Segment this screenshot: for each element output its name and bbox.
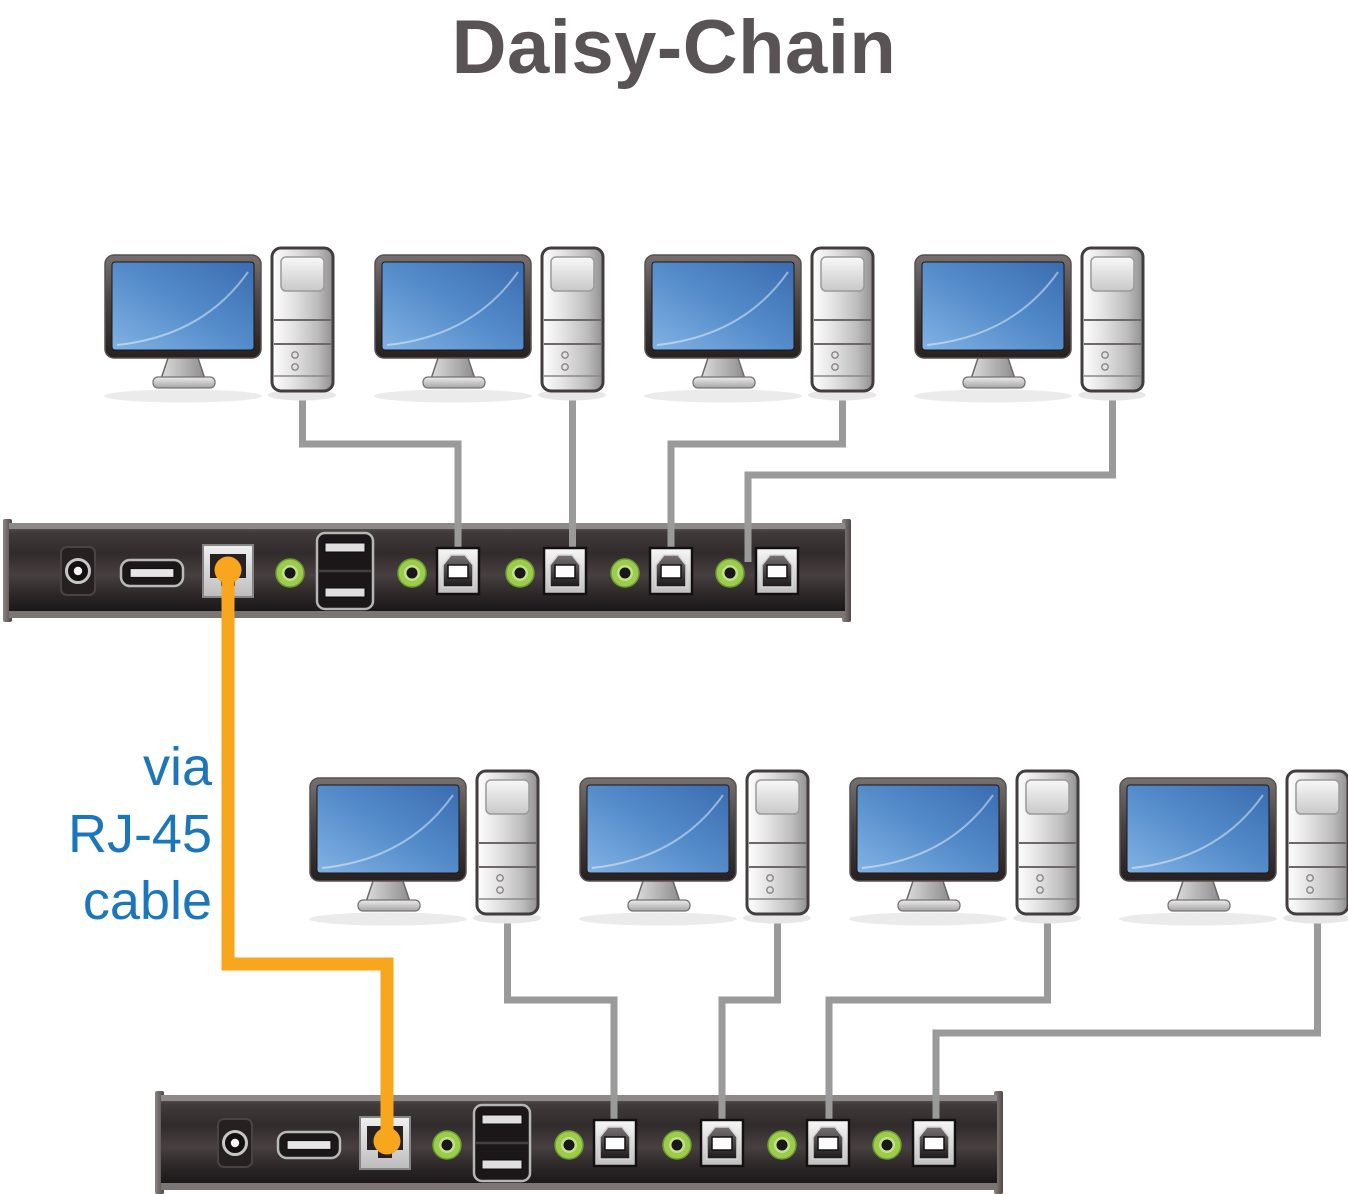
dual-usb-a-port-icon (315, 531, 375, 611)
usb-b-port-icon (911, 1118, 957, 1168)
usb-b-port-icon (435, 546, 481, 596)
audio-jack-icon (662, 1130, 692, 1160)
kvm-cable-bottom-4 (932, 922, 1321, 1134)
computer-station-top-2 (372, 246, 608, 404)
rj45-plug-top (214, 556, 242, 584)
usb-b-port-icon (699, 1118, 745, 1168)
dc-power-jack-icon (59, 545, 97, 597)
kvm-cable-bottom-3 (825, 922, 1051, 1134)
kvm-cable-top-1 (299, 400, 462, 562)
usb-b-port-icon (542, 546, 588, 596)
audio-jack-icon (505, 558, 535, 588)
page-title: Daisy-Chain (451, 5, 897, 90)
kvm-cable-bottom-2 (718, 922, 781, 1134)
dc-power-jack-icon (216, 1117, 254, 1169)
kvm-cables-top-row (299, 400, 1116, 562)
usb-b-port-icon (805, 1118, 851, 1168)
computer-station-top-4 (912, 246, 1148, 404)
rj45-plug-bottom (373, 1127, 401, 1155)
daisy-chain-cable-orange (214, 556, 401, 1155)
usb-b-port-icon (754, 546, 800, 596)
usb-a-port-icon (276, 1130, 342, 1160)
kvm-cable-top-4 (744, 400, 1116, 562)
audio-jack-icon (397, 558, 427, 588)
computer-station-bottom-1 (307, 769, 543, 927)
audio-jack-icon (610, 558, 640, 588)
usb-a-port-icon (119, 558, 185, 588)
computer-station-bottom-3 (847, 769, 1083, 927)
dual-usb-a-port-icon (472, 1103, 532, 1183)
audio-jack-icon (767, 1130, 797, 1160)
audio-jack-icon (872, 1130, 902, 1160)
usb-b-port-icon (648, 546, 694, 596)
computer-station-top-3 (642, 246, 878, 404)
kvm-cable-bottom-1 (504, 922, 618, 1134)
audio-jack-icon (275, 558, 305, 588)
rj45-cable-label: via RJ-45 cable (67, 737, 212, 931)
audio-jack-icon (554, 1130, 584, 1160)
usb-b-port-icon (592, 1118, 638, 1168)
kvm-cables-bottom-row (504, 922, 1321, 1134)
computer-station-top-1 (102, 246, 338, 404)
computer-station-bottom-2 (577, 769, 813, 927)
computer-station-bottom-4 (1117, 769, 1348, 927)
audio-jack-icon (715, 558, 745, 588)
kvm-cable-top-3 (667, 400, 846, 562)
audio-jack-icon (432, 1130, 462, 1160)
